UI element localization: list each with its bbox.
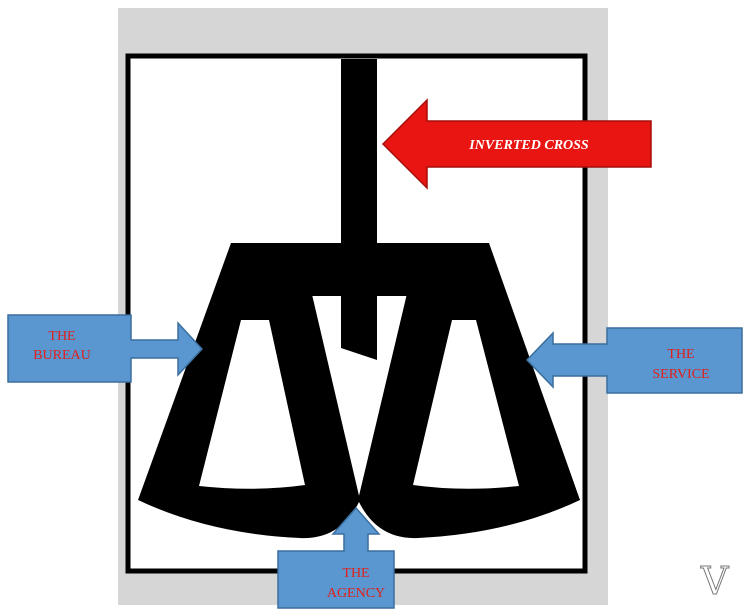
blue-left-arrow-icon bbox=[525, 327, 743, 394]
scales-of-justice-inverted-cross-icon bbox=[138, 59, 580, 539]
corner-glyph: V bbox=[700, 559, 729, 603]
blue-right-arrow-icon bbox=[7, 314, 204, 383]
agency-label-line2: AGENCY bbox=[327, 586, 385, 601]
bureau-label-line1: THE bbox=[48, 329, 75, 344]
service-label-line1: THE bbox=[667, 347, 694, 362]
agency-label-line1: THE bbox=[342, 566, 369, 581]
bureau-label-line2: BUREAU bbox=[33, 348, 91, 363]
red-left-arrow-icon bbox=[381, 98, 652, 190]
service-label-line2: SERVICE bbox=[652, 367, 709, 382]
inverted-cross-label: INVERTED CROSS bbox=[468, 138, 589, 153]
blue-up-arrow-icon bbox=[277, 506, 395, 609]
